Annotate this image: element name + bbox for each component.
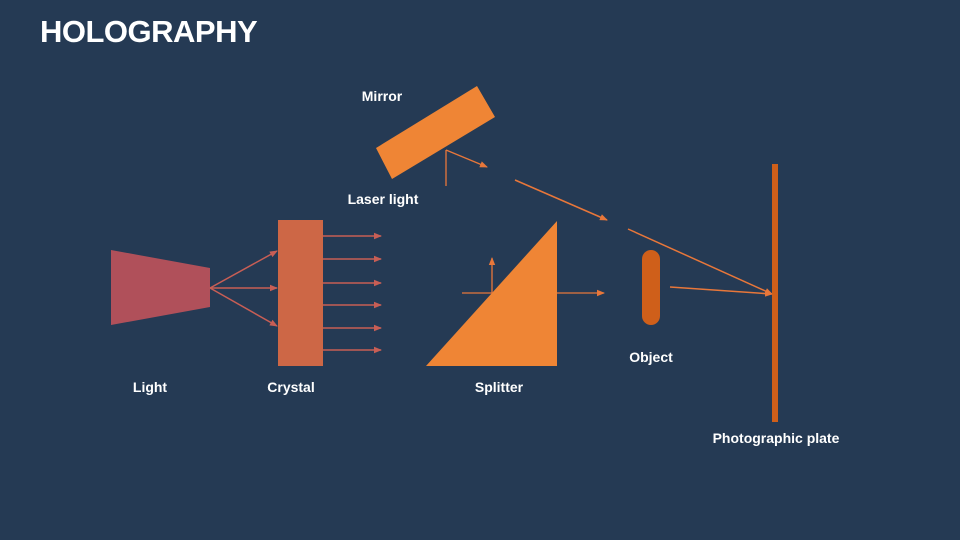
mirror — [376, 86, 495, 179]
object-label: Object — [629, 349, 673, 365]
mirror-reflection — [445, 149, 488, 186]
laser-light-label: Laser light — [348, 191, 419, 207]
ray-lower — [209, 287, 278, 327]
crystal-label: Crystal — [267, 379, 314, 395]
splitter-label: Splitter — [475, 379, 524, 395]
crystal — [278, 220, 323, 366]
light-to-crystal-rays — [209, 250, 278, 327]
ray-upper — [209, 250, 278, 289]
laser-beam-to-splitter — [514, 179, 608, 221]
reference-beam-to-plate — [627, 228, 773, 295]
mirror-reflected-ray — [445, 149, 488, 168]
light-label: Light — [133, 379, 168, 395]
photographic-plate — [772, 164, 778, 422]
photographic-plate-label: Photographic plate — [713, 430, 840, 446]
crystal-output-rays — [323, 232, 382, 354]
light-source — [111, 250, 210, 325]
slide-title: HOLOGRAPHY — [40, 14, 258, 49]
object — [642, 250, 660, 325]
mirror-label: Mirror — [362, 88, 403, 104]
object-beam-to-plate — [669, 286, 773, 297]
splitter-beams — [462, 257, 605, 297]
